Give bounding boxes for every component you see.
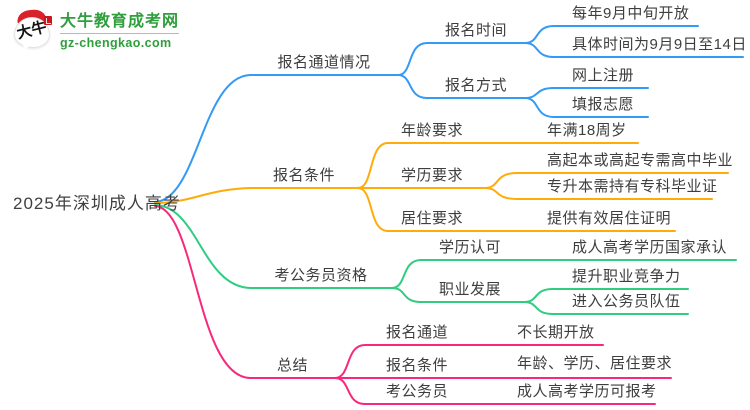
edge-registration-time [397,42,526,76]
leaf-online-registration[interactable]: 网上注册 [572,67,635,84]
edge-career-development [391,287,525,303]
edge-summary-channel [334,344,604,379]
leaf-specific-dates[interactable]: 具体时间为9月9日至14日 [572,36,747,53]
leaf-join-civil-service[interactable]: 进入公务员队伍 [572,293,681,310]
node-summary-channel[interactable]: 报名通道 [385,324,448,341]
node-registration-time[interactable]: 报名时间 [444,22,507,39]
leaf-career-competitiveness[interactable]: 提升职业竞争力 [572,268,681,285]
edge-civil-service-eligibility [154,204,393,289]
edge-join-civil-service [523,301,689,315]
leaf-state-recognized[interactable]: 成人高考学历国家承认 [572,239,728,256]
node-age-requirement[interactable]: 年龄要求 [400,122,463,139]
edge-fill-preferences [524,97,649,118]
node-degree-recognition[interactable]: 学历认可 [438,239,501,256]
node-registration-method[interactable]: 报名方式 [444,77,507,94]
edge-residence-requirement [357,187,676,232]
leaf-college-diploma[interactable]: 专升本需持有专科毕业证 [547,178,718,195]
speech-bubble-shape: 大牛 [14,17,50,48]
root-topic[interactable]: 2025年深圳成人高考 [13,194,181,213]
site-logo[interactable]: 大牛 大牛教育成考网 gz-chengkao.com [13,8,180,53]
logo-text-block: 大牛教育成考网 gz-chengkao.com [60,12,180,51]
edge-registration-requirements [154,187,486,204]
branch-summary[interactable]: 总结 [276,357,308,374]
edge-summary [154,205,672,379]
edge-college-diploma [484,187,713,200]
leaf-not-open-longterm[interactable]: 不长期开放 [517,324,595,341]
leaf-residence-proof[interactable]: 提供有效居住证明 [547,210,672,227]
edge-summary-civil-service [334,377,656,405]
node-career-development[interactable]: 职业发展 [438,281,501,298]
leaf-age-18[interactable]: 年满18周岁 [547,122,627,139]
node-education-requirement[interactable]: 学历要求 [400,167,463,184]
bubble-tail-shape [21,42,32,52]
red-seal-icon [44,16,52,25]
leaf-fill-preferences[interactable]: 填报志愿 [572,96,635,113]
leaf-highschool-diploma[interactable]: 高起本或高起专需高中毕业 [547,152,734,169]
leaf-eligible-to-apply[interactable]: 成人高考学历可报考 [517,383,657,400]
branch-registration-requirements[interactable]: 报名条件 [272,167,335,184]
node-residence-requirement[interactable]: 居住要求 [400,210,463,227]
edge-specific-dates [524,42,744,58]
branch-registration-channel[interactable]: 报名通道情况 [277,54,371,71]
edge-degree-recognition [391,259,737,289]
edge-registration-channel [154,74,399,203]
edge-registration-method [397,74,526,99]
branch-civil-service-eligibility[interactable]: 考公务员资格 [274,267,368,284]
site-domain: gz-chengkao.com [60,32,180,51]
daniu-mascot-icon: 大牛 [13,8,53,53]
leaf-age-edu-residence[interactable]: 年龄、学历、居住要求 [517,355,673,372]
site-name: 大牛教育成考网 [60,12,180,30]
node-summary-requirements[interactable]: 报名条件 [385,357,448,374]
leaf-open-mid-september[interactable]: 每年9月中旬开放 [572,5,690,22]
node-summary-civil-service[interactable]: 考公务员 [385,383,448,400]
edge-age-requirement [357,142,639,189]
